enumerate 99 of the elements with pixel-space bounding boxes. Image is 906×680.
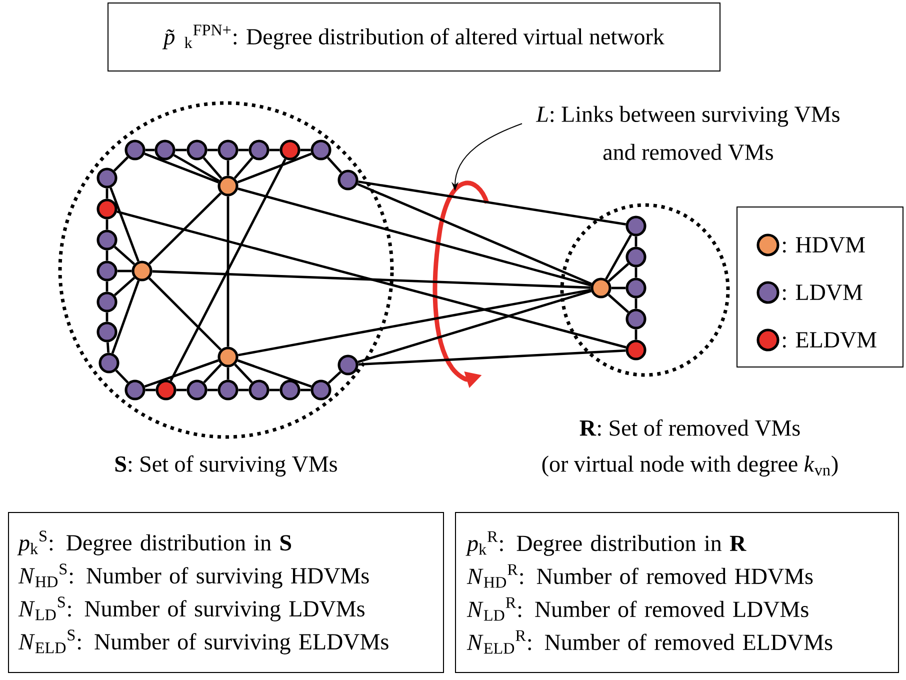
network-node	[338, 170, 358, 190]
network-link	[145, 388, 156, 392]
network-link	[114, 276, 136, 296]
network-link	[176, 388, 187, 392]
network-node	[96, 322, 118, 342]
network-node	[96, 260, 118, 282]
network-link	[357, 182, 592, 286]
text-box: p$_{k}$$^{R}$: Degree distribution in R N$_{HD}$$^{R}$: Number of removed HDVMs N$_{LD}$$^{R}$: Number of removed LDVMs N$_{ELD}$$^{R}$: Number of removed ELDVMs	[455, 512, 899, 673]
network-node	[132, 260, 152, 282]
network-node	[626, 278, 646, 298]
network-node	[96, 168, 118, 188]
network-link	[170, 158, 286, 382]
network-link	[634, 267, 638, 278]
network-link	[207, 148, 218, 152]
network-node	[218, 380, 238, 400]
network-link	[226, 160, 230, 176]
network-node	[590, 278, 612, 298]
network-node	[626, 216, 646, 236]
network-link	[634, 236, 638, 247]
network-link	[300, 148, 311, 152]
network-link	[148, 277, 222, 351]
network-link	[238, 148, 249, 152]
network-link	[106, 219, 108, 230]
network-link	[238, 188, 592, 286]
network-link	[234, 157, 254, 179]
network-link	[106, 250, 108, 261]
network-node	[310, 380, 332, 400]
network-link	[237, 359, 312, 388]
network-link	[202, 157, 222, 179]
network-link	[106, 188, 108, 199]
network-link	[634, 298, 638, 309]
network-link	[144, 359, 219, 388]
network-link	[226, 196, 230, 347]
network-node	[280, 140, 300, 160]
network-link	[608, 262, 630, 282]
network-node	[124, 140, 146, 160]
network-link	[114, 246, 136, 266]
network-node	[626, 308, 646, 330]
network-node	[186, 380, 208, 400]
network-link	[327, 156, 342, 174]
network-node	[218, 346, 238, 368]
network-link	[605, 234, 632, 280]
network-link	[145, 148, 155, 152]
network-node	[124, 380, 146, 400]
network-node	[154, 140, 176, 160]
network-link	[207, 388, 218, 392]
network-node	[626, 246, 646, 268]
network-node	[96, 198, 118, 220]
legend-label: : HDVM	[783, 237, 865, 253]
network-link	[238, 288, 592, 356]
network-node	[310, 140, 332, 160]
network-link	[144, 152, 219, 184]
text-box: p$_{k}$$^{S}$: Degree distribution in S N$_{HD}$$^{S}$: Number of surviving HDVMs N$_{LD}$$^{S}$: Number of surviving LDVMs N$_{ELD}$$^{S}$: Number of surviving ELDVMs	[8, 512, 444, 673]
network-node	[218, 140, 238, 160]
network-link	[113, 156, 129, 172]
network-link	[611, 286, 626, 290]
network-node	[248, 380, 270, 400]
network-link	[175, 148, 187, 152]
network-node	[338, 354, 358, 376]
network-node	[186, 140, 208, 160]
network-link	[106, 312, 108, 322]
network-link	[106, 342, 110, 353]
legend-label: : ELDVM	[783, 332, 876, 348]
network-link	[358, 290, 592, 364]
network-link	[358, 180, 626, 226]
network-node	[96, 230, 118, 250]
callout-text: L: Links between surviving VMs and removed VMs	[536, 106, 840, 160]
network-link	[300, 388, 311, 392]
network-node	[280, 380, 300, 400]
network-link	[115, 370, 129, 384]
network-link	[148, 192, 222, 265]
network-link	[358, 349, 626, 366]
text-box: p̃$_{k}$$^{FPN+}$: Degree distribution of altered virtual network	[108, 2, 720, 72]
network-link	[173, 154, 220, 182]
network-link	[328, 371, 342, 384]
network-node	[218, 176, 238, 196]
network-link	[111, 280, 140, 354]
network-node	[626, 340, 646, 360]
network-link	[116, 210, 626, 348]
network-link	[203, 364, 222, 384]
legend-label: : LDVM	[783, 284, 862, 300]
region-label: R: Set of removed VMs (or virtual node with degree k$_{vn}$)	[542, 419, 838, 477]
network-node	[96, 292, 118, 312]
network-node	[98, 352, 120, 374]
network-link	[234, 364, 253, 384]
network-link	[106, 281, 108, 292]
network-link	[269, 388, 280, 392]
network-link	[117, 270, 132, 272]
network-link	[238, 388, 249, 392]
network-link	[226, 367, 230, 380]
region-label: S: Set of surviving VMs	[115, 455, 337, 477]
network-node	[156, 380, 176, 400]
network-link	[608, 294, 630, 314]
network-node	[248, 140, 270, 160]
network-link	[152, 270, 591, 289]
network-link	[110, 187, 140, 262]
network-link	[237, 152, 312, 184]
network-link	[634, 329, 638, 340]
network-link	[269, 148, 280, 152]
